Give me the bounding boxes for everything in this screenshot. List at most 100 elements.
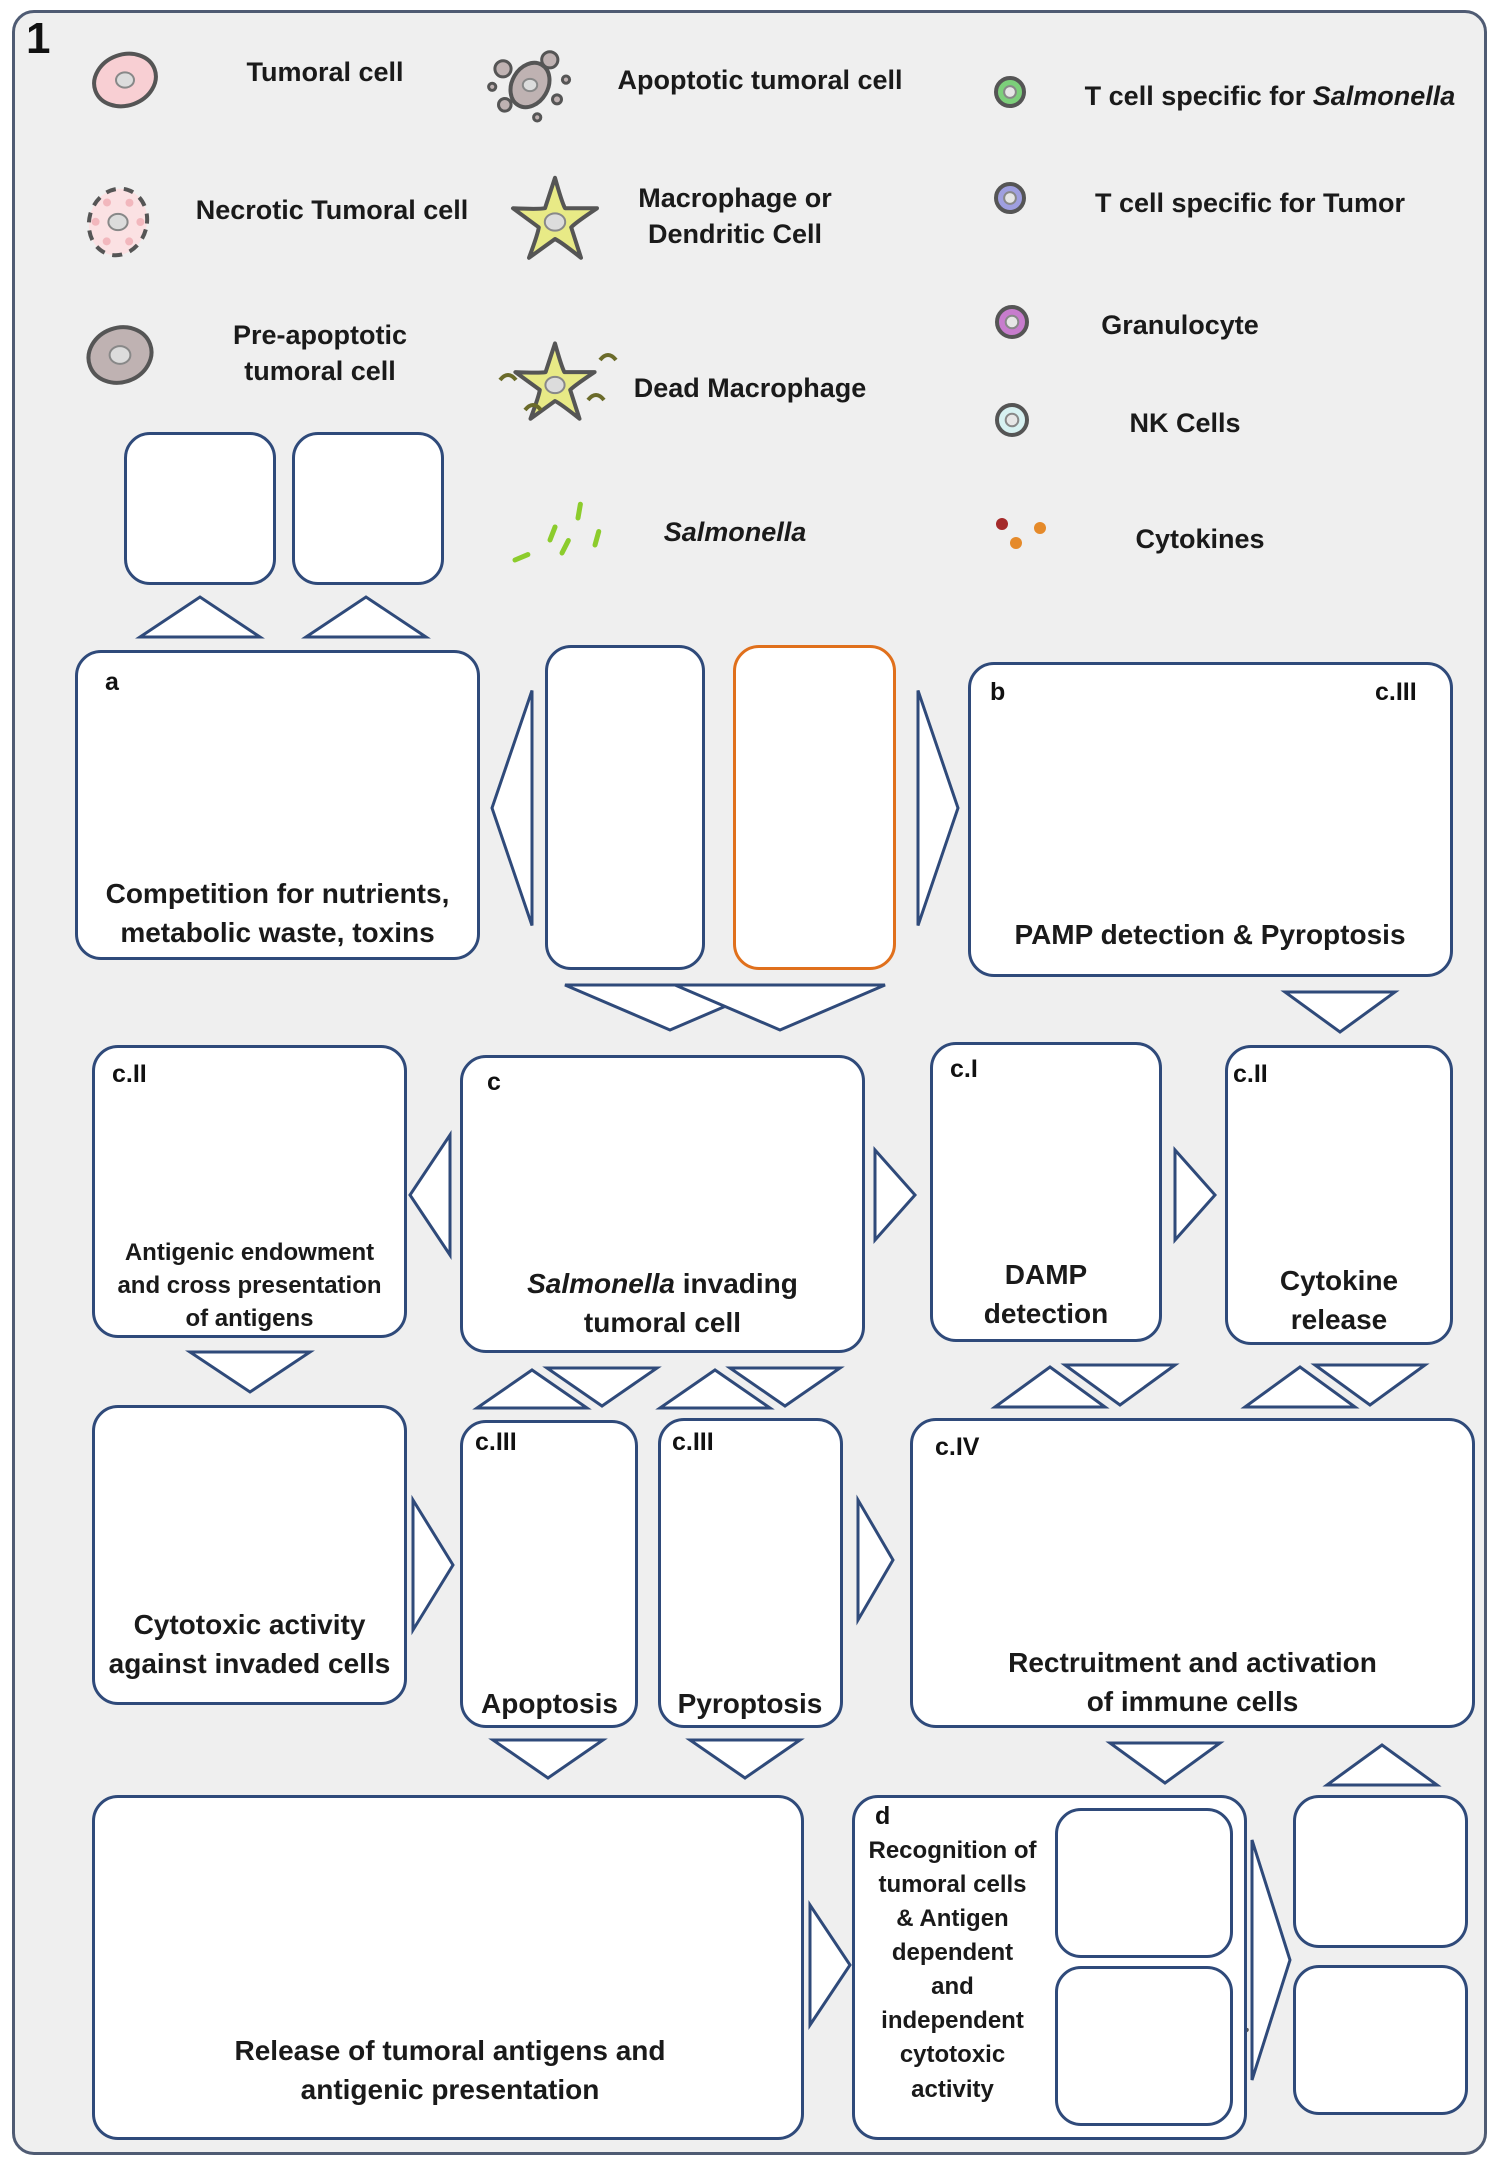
apoptotic-nucleus [521, 77, 539, 93]
panel-c-I-tag: c.I [950, 1055, 978, 1083]
panel-b-caption: PAMP detection & Pyroptosis [1014, 919, 1406, 950]
panel-apoptosis-tag: c.III [475, 1428, 517, 1456]
panel-d-tag: d [875, 1802, 891, 1830]
legend-t-cell-salmonella: T cell specific for Salmonella [1070, 78, 1470, 114]
tumoral-nucleus [115, 71, 135, 89]
panel-apoptotic-outcome [1293, 1965, 1468, 2115]
panel-c-II-right-line2: release [1290, 1303, 1388, 1335]
apoptotic-fragment [540, 50, 560, 70]
flow-arrow-up [472, 1368, 592, 1410]
panel-pyroptosis [658, 1418, 843, 1728]
flow-arrow-down [185, 1350, 315, 1394]
panel-release [92, 1795, 804, 2140]
flow-arrow-up [655, 1368, 775, 1410]
flow-arrow-left [490, 690, 534, 926]
panel-d-line: cytotoxic [899, 2041, 1006, 2069]
legend-macrophage: Macrophage or Dendritic Cell [600, 180, 870, 253]
flow-arrow-down [685, 1738, 805, 1780]
flow-arrow-right [856, 1494, 895, 1626]
legend-t-cell-tumor-icon-nucleus [1003, 191, 1017, 205]
panel-cytotoxic-line1: Cytotoxic activity [133, 1609, 366, 1640]
legend-pre-apoptotic: Pre-apoptotic tumoral cell [195, 317, 445, 390]
panel-pyroptosis-caption: Pyroptosis [677, 1688, 823, 1719]
panel-pyroptosis-tag: c.III [672, 1428, 714, 1456]
panel-cytotoxic [92, 1405, 407, 1705]
panel-apoptotic-result [124, 432, 276, 585]
flow-arrow-down [542, 1366, 662, 1408]
necrotic-nucleus [107, 212, 129, 232]
figure-label: 1 [26, 14, 51, 63]
panel-c-II-left-caption: Antigenic endowment and cross presentati… [96, 1236, 403, 1335]
panel-c-caption: Salmonella invading tumoral cell [470, 1265, 855, 1342]
salmonella-bacterium [512, 552, 531, 563]
flow-arrow-down [1280, 990, 1400, 1034]
panel-c-italic: Salmonella [527, 1268, 675, 1299]
apoptotic-fragment [551, 93, 563, 106]
dead-macrophage-fragment [498, 373, 518, 382]
panel-c-II-left-line2: and cross presentation [117, 1272, 382, 1300]
panel-c-II-right-caption: Cytokine release [1230, 1262, 1448, 1339]
panel-tumor-cells [545, 645, 705, 970]
legend-macrophage-line2: Dendritic Cell [647, 219, 823, 250]
panel-c-II-left-tag: c.II [112, 1060, 147, 1088]
necrotic-debris [103, 198, 112, 207]
necrotic-debris [136, 218, 145, 226]
apoptotic-fragment [493, 59, 513, 79]
flow-arrow-right [1250, 1839, 1292, 2081]
apoptotic-fragment [532, 112, 543, 123]
panel-d-line: dependent [891, 1939, 1014, 1967]
panel-c-IV-tag: c.IV [935, 1433, 980, 1461]
flow-arrow-down [1310, 1363, 1430, 1407]
legend-nk-cell-icon-nucleus [1004, 412, 1020, 428]
dead-macrophage-fragment [523, 403, 543, 412]
cytokine [1010, 537, 1022, 549]
macrophage-nucleus [544, 375, 566, 395]
panel-c-line1: Salmonella invading [470, 1265, 855, 1304]
panel-c-IV-caption: Rectruitment and activation of immune ce… [915, 1644, 1470, 1721]
cytokine [1034, 522, 1046, 534]
salmonella-bacterium [559, 538, 571, 556]
salmonella-bacterium [575, 501, 583, 521]
panel-d-line: Recognition of [868, 1837, 1037, 1864]
panel-a-line1: Competition for nutrients, [105, 878, 450, 909]
panel-apoptosis [460, 1420, 638, 1728]
panel-cytotoxic-line2: against invaded cells [108, 1647, 391, 1679]
panel-c-line1-rest: invading [674, 1268, 798, 1299]
necrotic-debris [125, 237, 134, 246]
panel-d-line: independent [881, 2007, 1024, 2035]
dead-macrophage-fragment [598, 353, 618, 362]
flow-arrow-down [725, 1366, 845, 1408]
panel-c-I-caption: DAMP detection [935, 1256, 1157, 1333]
legend-pre-apoptotic-line2: tumoral cell [244, 356, 396, 387]
legend-t-cell-tumor: T cell specific for Tumor [1094, 188, 1406, 218]
legend-cytokines: Cytokines [1135, 524, 1265, 554]
flow-arrow-right [808, 1900, 852, 2030]
legend-dead-macrophage: Dead Macrophage [633, 373, 867, 403]
panel-c-II-left [92, 1045, 407, 1338]
panel-release-line1: Release of tumoral antigens and [234, 2035, 666, 2066]
panel-necrotic-result [292, 432, 444, 585]
flow-arrow-right [916, 690, 960, 926]
panel-c-IV-line1: Rectruitment and activation [1008, 1647, 1377, 1678]
flow-arrow-down [1060, 1363, 1180, 1407]
legend-granulocyte-icon-nucleus [1004, 314, 1020, 330]
panel-d-lower-cells [1055, 1966, 1233, 2126]
panel-a [75, 650, 480, 960]
panel-d-line: activity [911, 2075, 994, 2103]
legend-pre-apoptotic-line1: Pre-apoptotic [232, 320, 407, 350]
necrotic-debris [91, 217, 100, 226]
panel-release-caption: Release of tumoral antigens and antigeni… [100, 2032, 800, 2109]
legend-tumoral-cell: Tumoral cell [246, 57, 404, 87]
flow-arrow-right [1173, 1146, 1218, 1244]
panel-c-II-left-line1: Antigenic endowment [124, 1239, 375, 1266]
legend-t-cell-salmonella-italic: Salmonella [1312, 81, 1456, 111]
panel-c-IV-line2: of immune cells [1086, 1685, 1299, 1717]
legend-salmonella: Salmonella [640, 514, 830, 550]
legend-t-cell-salmonella-prefix: T cell specific for [1084, 81, 1306, 111]
flow-arrow-down [674, 983, 886, 1032]
flow-arrow-up [990, 1365, 1110, 1409]
flow-arrow-up [301, 595, 431, 639]
legend-nk-cells: NK Cells [1129, 408, 1241, 438]
panel-cytotoxic-caption: Cytotoxic activity against invaded cells [96, 1606, 403, 1683]
